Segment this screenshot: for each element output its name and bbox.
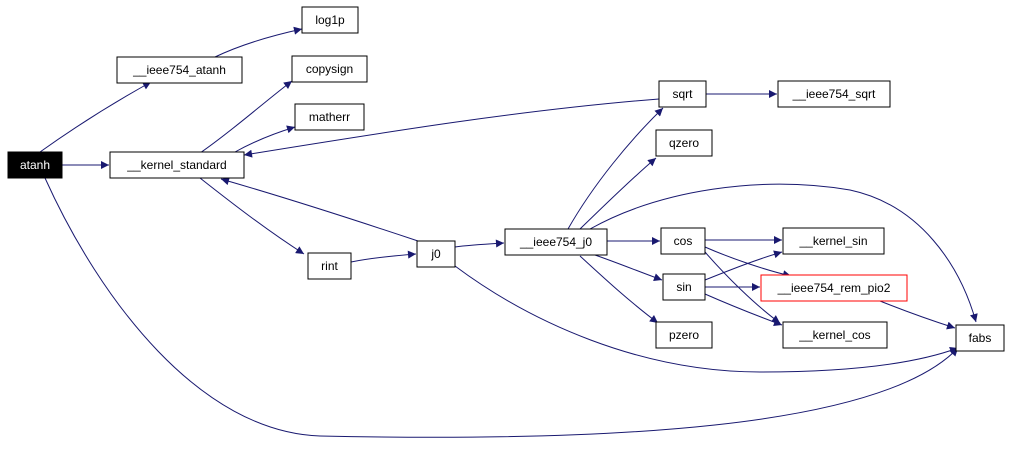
node-matherr[interactable]: matherr bbox=[294, 103, 365, 131]
node-rint[interactable]: rint bbox=[307, 252, 352, 280]
node-label-rint: rint bbox=[321, 259, 338, 273]
edge-sin-to-kernel_cos bbox=[704, 293, 783, 326]
node-label-j0: j0 bbox=[430, 247, 441, 261]
edge-j0-to-ieee754_j0 bbox=[454, 239, 505, 248]
node-label-cos: cos bbox=[674, 234, 693, 248]
nodes: atanh __ieee754_atanh log1p copysign mat… bbox=[7, 6, 1005, 352]
node-label-ieee754-sqrt: __ieee754_sqrt bbox=[792, 87, 876, 101]
node-ieee754-rem-pio2[interactable]: __ieee754_rem_pio2 bbox=[760, 274, 908, 302]
edge-cos-to-ieee754_rem_pio2 bbox=[704, 246, 792, 279]
edge-cos-to-kernel_cos bbox=[704, 251, 781, 324]
edge-kernel_standard-to-rint bbox=[199, 177, 305, 255]
edge-atanh-to-fabs bbox=[44, 177, 959, 438]
edge-j0-to-kernel_standard bbox=[220, 177, 419, 242]
node-label-pzero: pzero bbox=[669, 328, 699, 342]
edge-ieee754_j0-to-sqrt bbox=[567, 107, 664, 230]
edge-ieee754_j0-to-pzero bbox=[579, 255, 659, 324]
edge-ieee754_j0-to-fabs bbox=[589, 183, 978, 323]
edge-sin-to-kernel_sin bbox=[704, 250, 783, 281]
node-sqrt[interactable]: sqrt bbox=[658, 80, 707, 108]
node-label-kernel-sin: __kernel_sin bbox=[798, 234, 867, 248]
node-label-log1p: log1p bbox=[315, 13, 345, 27]
edge-j0-to-fabs bbox=[454, 265, 959, 373]
edge-ieee754_j0-to-sin bbox=[594, 254, 663, 282]
edge-kernel_standard-to-copysign bbox=[199, 80, 293, 154]
node-qzero[interactable]: qzero bbox=[655, 129, 713, 157]
node-label-ieee754-rem-pio2: __ieee754_rem_pio2 bbox=[777, 281, 891, 295]
edge-rint-to-j0 bbox=[350, 250, 417, 263]
node-label-sin: sin bbox=[676, 280, 691, 294]
edge-ieee754_rem_pio2-to-fabs bbox=[879, 300, 956, 330]
node-label-fabs: fabs bbox=[969, 331, 992, 345]
node-kernel-sin[interactable]: __kernel_sin bbox=[782, 227, 885, 255]
node-fabs[interactable]: fabs bbox=[955, 324, 1005, 352]
node-ieee754-atanh[interactable]: __ieee754_atanh bbox=[116, 56, 243, 84]
node-label-matherr: matherr bbox=[309, 110, 350, 124]
node-label-sqrt: sqrt bbox=[672, 87, 693, 101]
node-label-copysign: copysign bbox=[306, 62, 353, 76]
node-log1p[interactable]: log1p bbox=[301, 6, 359, 34]
edge-kernel_standard-to-matherr bbox=[234, 125, 296, 153]
node-label-ieee754-atanh: __ieee754_atanh bbox=[132, 63, 226, 77]
node-copysign[interactable]: copysign bbox=[291, 55, 368, 83]
node-cos[interactable]: cos bbox=[660, 227, 706, 255]
edge-ieee754_j0-to-qzero bbox=[579, 157, 657, 230]
node-label-ieee754-j0: __ieee754_j0 bbox=[519, 235, 592, 249]
node-kernel-cos[interactable]: __kernel_cos bbox=[782, 321, 888, 349]
edges bbox=[39, 26, 978, 438]
edge-atanh-to-ieee754_atanh bbox=[39, 81, 152, 153]
edge-sqrt-to-kernel_standard bbox=[243, 98, 660, 158]
node-label-kernel-cos: __kernel_cos bbox=[798, 328, 870, 342]
node-ieee754-sqrt[interactable]: __ieee754_sqrt bbox=[777, 80, 891, 108]
node-label-atanh: atanh bbox=[20, 158, 50, 172]
node-pzero[interactable]: pzero bbox=[655, 321, 713, 349]
node-label-qzero: qzero bbox=[669, 136, 699, 150]
node-label-kernel-standard: __kernel_standard bbox=[126, 158, 226, 172]
edge-ieee754_atanh-to-log1p bbox=[214, 26, 303, 58]
node-ieee754-j0[interactable]: __ieee754_j0 bbox=[504, 228, 608, 256]
node-atanh[interactable]: atanh bbox=[7, 151, 63, 179]
node-j0[interactable]: j0 bbox=[416, 240, 456, 268]
node-sin[interactable]: sin bbox=[662, 273, 706, 301]
node-kernel-standard[interactable]: __kernel_standard bbox=[109, 151, 245, 179]
